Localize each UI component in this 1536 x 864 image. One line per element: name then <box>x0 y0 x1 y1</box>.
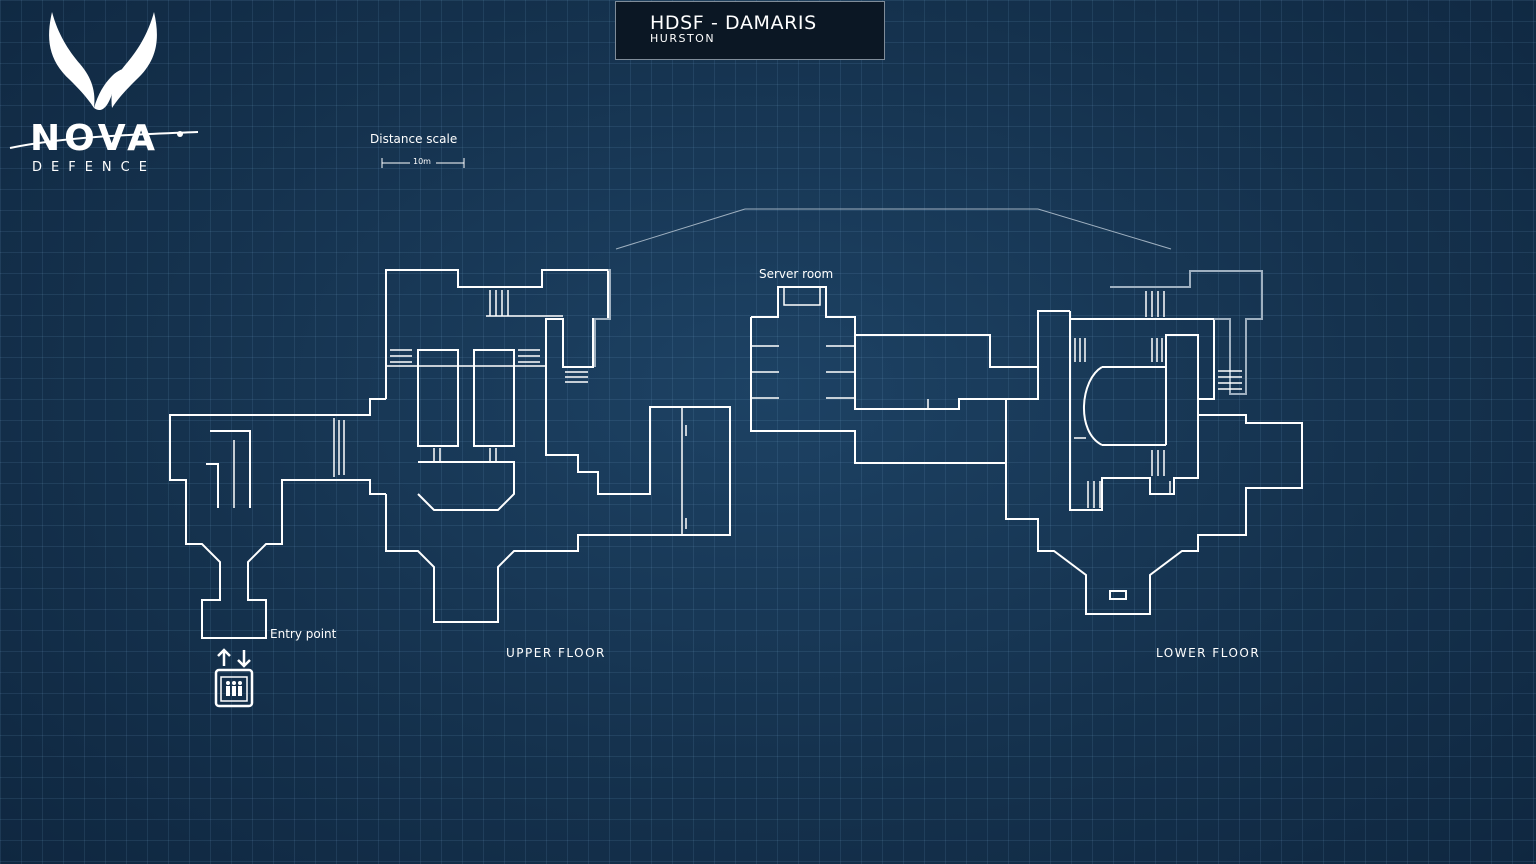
distance-scale-label: Distance scale <box>370 132 458 146</box>
server-room-label: Server room <box>759 267 834 281</box>
nova-defence-logo-icon <box>9 12 199 149</box>
entry-point-label: Entry point <box>270 627 337 641</box>
upper-floor-plan <box>169 269 731 639</box>
roof-outline <box>615 208 1172 250</box>
distance-scale-bar <box>381 158 465 168</box>
lower-floor-label: LOWER FLOOR <box>1156 646 1261 660</box>
distance-scale-value: 10m <box>413 157 431 166</box>
location-title-box: HDSF - DAMARIS HURSTON <box>615 1 885 60</box>
location-title: HDSF - DAMARIS <box>650 12 817 34</box>
location-subtitle: HURSTON <box>650 32 716 45</box>
lower-floor-plan <box>1005 270 1303 615</box>
server-room-plan <box>750 286 1070 464</box>
logo-name: NOVA <box>30 118 160 159</box>
logo-tagline: DEFENCE <box>32 160 156 175</box>
upper-floor-label: UPPER FLOOR <box>506 646 606 660</box>
elevator-icon <box>214 648 254 708</box>
